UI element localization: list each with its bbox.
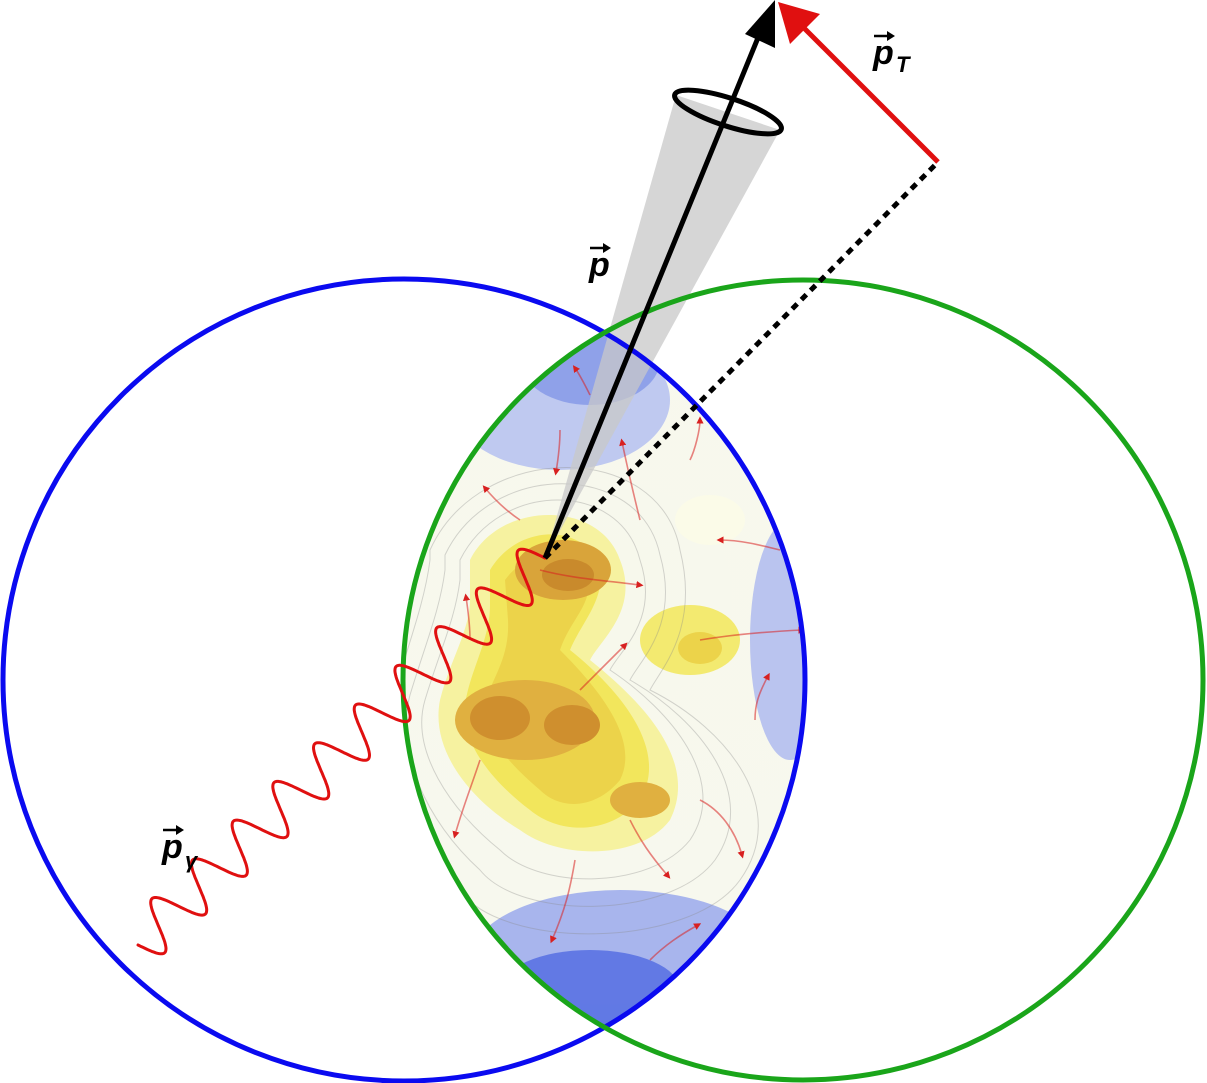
label-pT-subscript: T (896, 52, 911, 77)
nucleus-right-circle (400, 277, 1206, 1083)
momentum-arrow (542, 0, 775, 559)
photon-wave (136, 547, 547, 956)
label-pgamma-text: p (161, 828, 183, 866)
nucleus-left-circle (0, 276, 808, 1083)
vector-arrow-icon (590, 243, 611, 253)
label-pT: p T (872, 31, 911, 77)
transverse-momentum-arrow (778, 2, 940, 164)
label-p-text: p (588, 246, 610, 284)
vector-arrow-icon (874, 31, 895, 41)
label-pgamma: p γ (161, 825, 199, 873)
projection-dotted-line (543, 160, 940, 560)
label-p: p (588, 243, 611, 284)
flow-arrows (452, 365, 805, 961)
label-pgamma-subscript: γ (185, 848, 199, 873)
vector-arrow-icon (163, 825, 184, 835)
label-pT-text: p (872, 34, 894, 72)
